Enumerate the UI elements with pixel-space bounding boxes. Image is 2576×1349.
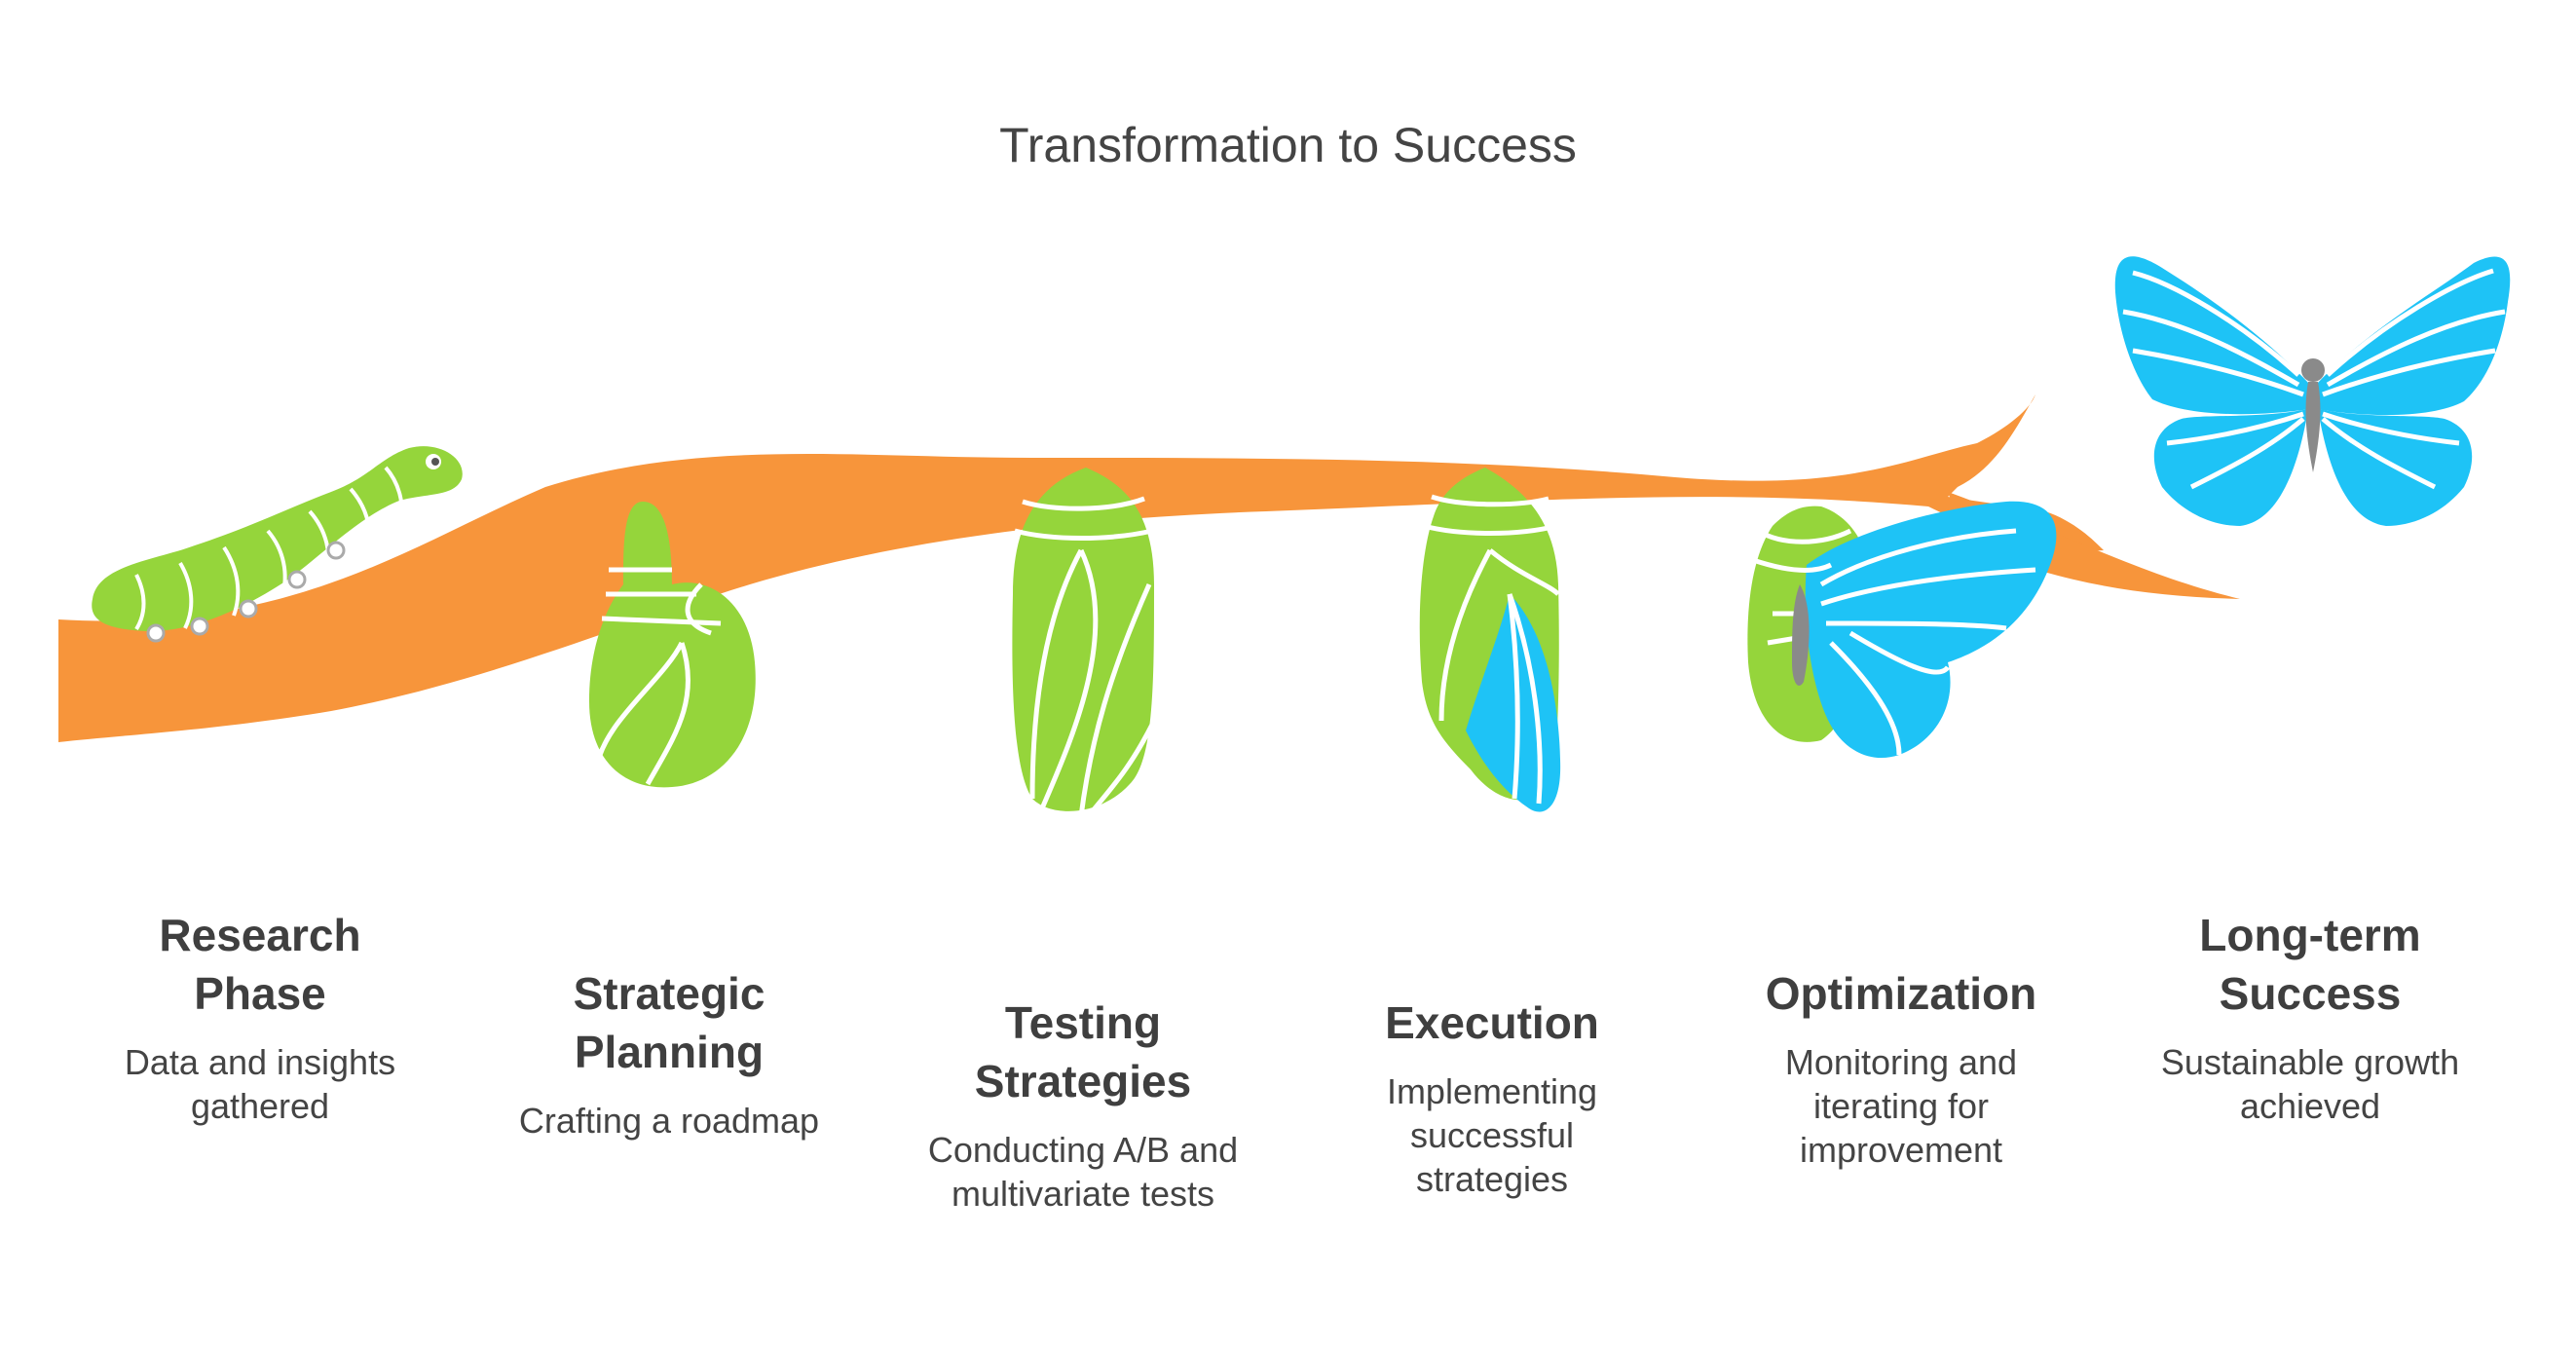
stage-testing-strategies: Testing Strategies Conducting A/B and mu… — [898, 993, 1268, 1216]
butterfly-emerging-icon — [1747, 501, 2057, 759]
stage-description: Crafting a roadmap — [518, 1101, 820, 1141]
butterfly-icon — [2114, 256, 2511, 526]
stage-title: Testing Strategies — [974, 997, 1192, 1106]
stage-title: Optimization — [1765, 968, 2037, 1019]
caterpillar-icon — [92, 446, 463, 643]
forming-chrysalis-icon — [589, 502, 756, 788]
stage-description: Conducting A/B and multivariate tests — [927, 1130, 1239, 1214]
emerging-chrysalis-icon — [1419, 468, 1561, 812]
stage-research-phase: Research Phase Data and insights gathere… — [75, 906, 445, 1128]
stage-description: Data and insights gathered — [124, 1042, 396, 1126]
diagram-title: Transformation to Success — [999, 118, 1577, 172]
stage-execution: Execution Implementing successful strate… — [1307, 993, 1677, 1201]
stage-title: Research Phase — [159, 910, 361, 1019]
stage-long-term-success: Long-term Success Sustainable growth ach… — [2125, 906, 2495, 1128]
stage-title: Strategic Planning — [573, 968, 765, 1077]
chrysalis-icon — [1012, 468, 1157, 817]
stage-description: Monitoring and iterating for improvement — [1784, 1042, 2018, 1170]
stage-title: Long-term Success — [2199, 910, 2421, 1019]
stage-title: Execution — [1385, 997, 1599, 1048]
stage-description: Implementing successful strategies — [1386, 1071, 1598, 1199]
stage-optimization: Optimization Monitoring and iterating fo… — [1716, 964, 2086, 1172]
stage-strategic-planning: Strategic Planning Crafting a roadmap — [484, 964, 854, 1143]
stage-description: Sustainable growth achieved — [2160, 1042, 2460, 1126]
